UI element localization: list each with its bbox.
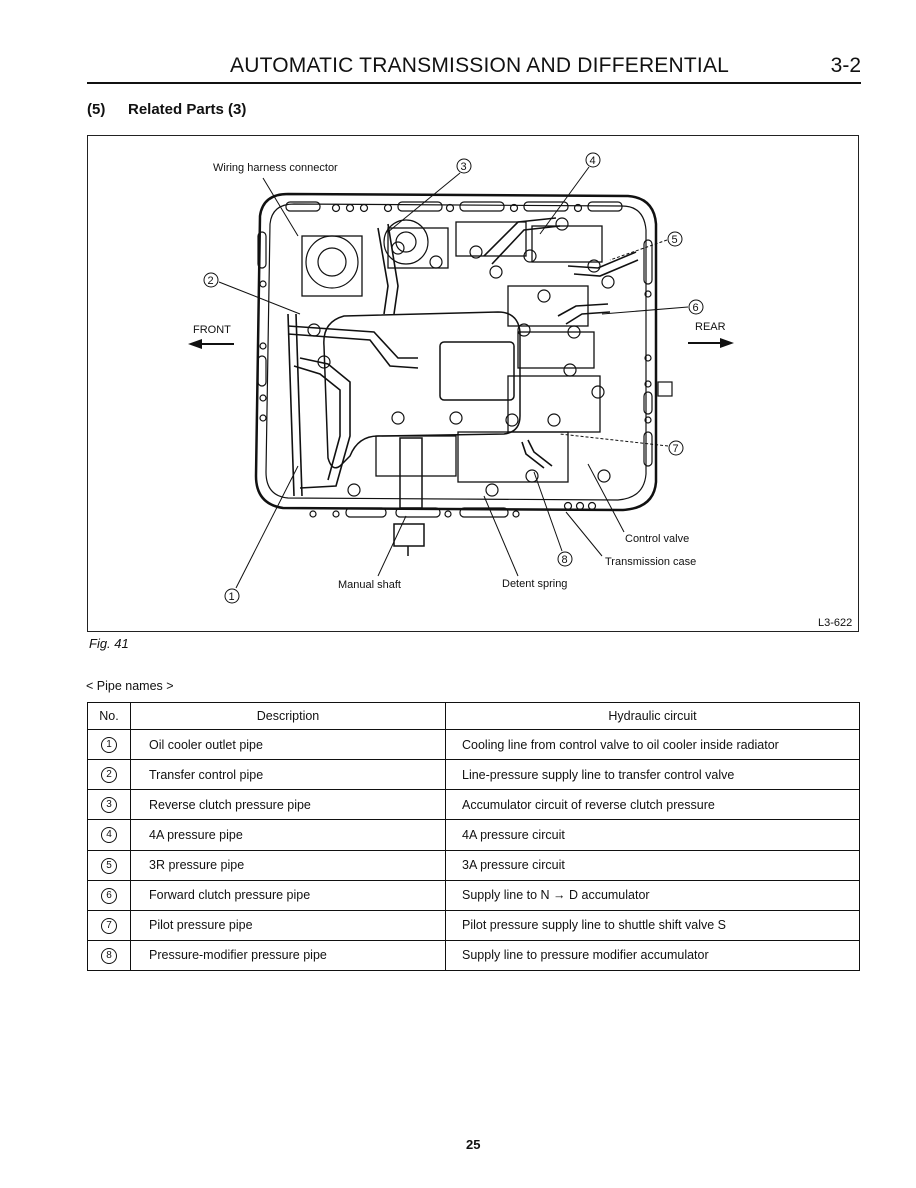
- label-rear: REAR: [695, 321, 726, 333]
- label-front: FRONT: [193, 324, 231, 336]
- row-hydraulic-circuit: Accumulator circuit of reverse clutch pr…: [445, 789, 860, 821]
- svg-text:2: 2: [208, 275, 214, 287]
- row-number: 4: [101, 827, 117, 844]
- row-description: Transfer control pipe: [130, 759, 446, 791]
- strainer: [439, 341, 515, 401]
- header-section-number: 3-2: [830, 54, 861, 77]
- front-arrow-icon: [188, 339, 234, 349]
- page-header: AUTOMATIC TRANSMISSION AND DIFFERENTIAL …: [87, 48, 861, 84]
- table-row: 7 Pilot pressure pipe Pilot pressure sup…: [87, 909, 860, 941]
- label-control-valve: Control valve: [625, 533, 689, 545]
- row-number: 5: [101, 857, 117, 874]
- pipe-names-table: No. Description Hydraulic circuit 1 Oil …: [87, 702, 860, 972]
- table-row: 3 Reverse clutch pressure pipe Accumulat…: [87, 789, 860, 821]
- row-description: Forward clutch pressure pipe: [130, 879, 446, 911]
- section-heading-title: Related Parts (3): [128, 101, 247, 118]
- case-bolts: [259, 203, 652, 518]
- row-hydraulic-circuit: 4A pressure circuit: [445, 819, 860, 851]
- manual-shaft: [393, 437, 425, 556]
- callout-1: 1: [224, 465, 299, 604]
- valve-body-blocks: [301, 221, 603, 483]
- figure-41: Wiring harness connector FRONT REAR Cont…: [87, 135, 859, 632]
- section-heading-number: (5): [87, 101, 106, 118]
- header-title: AUTOMATIC TRANSMISSION AND DIFFERENTIAL: [230, 54, 730, 77]
- table-row: 6 Forward clutch pressure pipe Supply li…: [87, 879, 860, 911]
- row-hydraulic-circuit: Supply line to pressure modifier accumul…: [445, 939, 860, 972]
- rear-arrow-icon: [688, 338, 734, 348]
- row-description: Pressure-modifier pressure pipe: [130, 939, 446, 972]
- valve-fittings: [305, 217, 615, 497]
- callout-8: 8: [533, 471, 573, 567]
- case-slots: [257, 201, 653, 518]
- svg-text:3: 3: [461, 161, 467, 173]
- callout-7: 7: [559, 433, 684, 456]
- row-description: Reverse clutch pressure pipe: [130, 789, 446, 821]
- table-row: 8 Pressure-modifier pressure pipe Supply…: [87, 939, 860, 972]
- row-number: 8: [101, 947, 117, 964]
- column-header-hydraulic-circuit: Hydraulic circuit: [445, 702, 860, 730]
- row-description: Oil cooler outlet pipe: [130, 728, 446, 761]
- row-description: Pilot pressure pipe: [130, 909, 446, 941]
- row-hydraulic-circuit: Supply line to N → D accumulator: [445, 879, 860, 911]
- pipes: [287, 217, 639, 497]
- row-number: 3: [101, 797, 117, 814]
- row-number: 6: [101, 887, 117, 904]
- callout-4: 4: [539, 152, 601, 235]
- transmission-case-inner: [265, 203, 647, 501]
- figure-caption: Fig. 41: [89, 636, 129, 651]
- table-row: 1 Oil cooler outlet pipe Cooling line fr…: [87, 728, 860, 761]
- section-heading: (5) Related Parts (3): [87, 101, 246, 118]
- svg-text:5: 5: [672, 234, 678, 246]
- table-row: 2 Transfer control pipe Line-pressure su…: [87, 759, 860, 791]
- table-row: 4 4A pressure pipe 4A pressure circuit: [87, 819, 860, 851]
- label-detent-spring: Detent spring: [502, 578, 567, 590]
- svg-text:1: 1: [229, 591, 235, 603]
- table-row: 5 3R pressure pipe 3A pressure circuit: [87, 849, 860, 881]
- row-number: 2: [101, 767, 117, 784]
- svg-text:6: 6: [693, 302, 699, 314]
- label-transmission-case: Transmission case: [605, 556, 696, 568]
- case-plug: [657, 381, 673, 397]
- page-number: 25: [466, 1137, 481, 1152]
- row-number: 7: [101, 917, 117, 934]
- row-hydraulic-circuit: Cooling line from control valve to oil c…: [445, 728, 860, 761]
- callout-5: 5: [609, 231, 683, 261]
- callout-2: 2: [203, 272, 301, 315]
- column-header-description: Description: [130, 702, 446, 730]
- row-hydraulic-circuit: Line-pressure supply line to transfer co…: [445, 759, 860, 791]
- row-hydraulic-circuit: Pilot pressure supply line to shuttle sh…: [445, 909, 860, 941]
- row-description: 4A pressure pipe: [130, 819, 446, 851]
- row-description: 3R pressure pipe: [130, 849, 446, 881]
- pipe-names-title: < Pipe names >: [86, 679, 174, 693]
- row-number: 1: [101, 737, 117, 754]
- column-header-no: No.: [87, 702, 131, 730]
- valve-body-recess: [323, 311, 521, 469]
- figure-code: L3-622: [818, 617, 852, 629]
- table-header-row: No. Description Hydraulic circuit: [87, 702, 860, 730]
- control-valve-illustration: Wiring harness connector FRONT REAR Cont…: [188, 152, 852, 629]
- svg-text:7: 7: [673, 443, 679, 455]
- callout-3: 3: [387, 158, 472, 233]
- callout-6: 6: [601, 299, 704, 315]
- row-hydraulic-circuit: 3A pressure circuit: [445, 849, 860, 881]
- svg-text:4: 4: [590, 155, 596, 167]
- svg-text:8: 8: [562, 554, 568, 566]
- transmission-case-outline: [254, 192, 658, 512]
- label-manual-shaft: Manual shaft: [338, 579, 401, 591]
- label-wiring-harness-connector: Wiring harness connector: [213, 162, 338, 174]
